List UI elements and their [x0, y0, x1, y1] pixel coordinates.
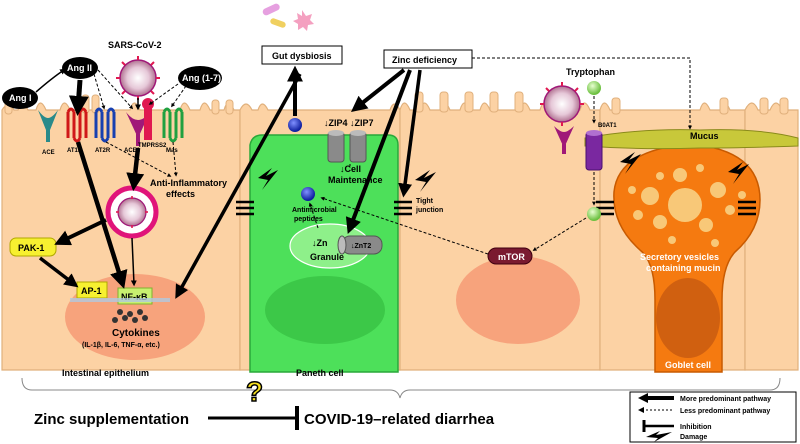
svg-text:mTOR: mTOR	[498, 252, 525, 262]
sars-cov-2-label: SARS-CoV-2	[108, 40, 162, 50]
epithelium-brace	[21, 377, 781, 399]
containing-mucin-label: containing mucin	[646, 263, 721, 273]
svg-text:?: ?	[246, 376, 263, 407]
svg-text:Ang (1-7): Ang (1-7)	[182, 73, 221, 83]
legend-less-label: Less predominant pathway	[680, 408, 770, 415]
maintenance-label: Maintenance	[328, 175, 383, 185]
svg-text:Gut dysbiosis: Gut dysbiosis	[272, 51, 332, 61]
paneth-nucleus	[265, 276, 385, 344]
zip4-zip7-label: ↓ZIP4 ↓ZIP7	[324, 118, 374, 128]
legend-less-arrow	[638, 407, 674, 413]
receptor-ace	[38, 110, 58, 142]
znt2-transporter: ↓ZnT2	[337, 235, 383, 255]
at1r-label: AT1R	[67, 148, 83, 154]
zn-label: ↓Zn	[312, 238, 328, 248]
mucin-vesicles	[628, 164, 746, 247]
peptides-label: peptides	[294, 216, 323, 223]
legend-more-arrow	[638, 393, 674, 403]
receptor-ace2-right	[554, 126, 574, 154]
legend-damage-label: Damage	[680, 434, 707, 441]
secretory-vesicles-label: Secretory vesicles	[640, 252, 719, 262]
question-badge: ?	[245, 375, 264, 408]
granule-label: Granule	[310, 252, 344, 262]
mtor-badge: mTOR	[487, 247, 533, 265]
dna-strand	[70, 298, 170, 302]
zinc-supplementation-label: Zinc supplementation	[34, 411, 189, 428]
paneth-cell-label: Paneth cell	[296, 368, 344, 378]
goblet-nucleus	[656, 278, 720, 358]
cytokines-list: (IL-1β, IL-6, TNF-α, etc.)	[82, 342, 160, 349]
sars-cov-2-internalized	[105, 185, 159, 239]
nucleus-right	[456, 256, 580, 344]
zip-transporters	[327, 130, 367, 163]
legend-more-label: More predominant pathway	[680, 396, 771, 403]
svg-text:NF-κB: NF-κB	[121, 292, 148, 302]
goblet-cell-label: Goblet cell	[665, 360, 711, 370]
sars-cov-2-virus-right	[540, 82, 584, 126]
bacteria-icon	[262, 3, 314, 31]
sars-cov-2-virus-top	[116, 56, 160, 100]
ace2-label: ACE2	[124, 148, 141, 154]
anti-inflammatory-label: Anti-Inflammatory	[150, 178, 227, 188]
legend-damage-icon	[646, 431, 672, 442]
cytokine-dots	[112, 309, 148, 323]
tight-junction-4	[738, 200, 756, 216]
cell-maintenance-label: ↓Cell	[340, 164, 361, 174]
cytokines-label: Cytokines	[112, 328, 160, 339]
antimicrobial-label: Antimicrobial	[292, 207, 337, 214]
svg-text:AP-1: AP-1	[81, 286, 102, 296]
tryptophan-label: Tryptophan	[566, 67, 615, 77]
tight-junction-1	[236, 200, 254, 216]
damage-bolt-icons	[258, 152, 749, 192]
zinc-ion-icon	[288, 118, 302, 132]
mas-label: Mas	[166, 148, 178, 154]
intestinal-epithelium-label: Intestinal epithelium	[62, 368, 149, 378]
legend-inhibition-icon	[642, 420, 674, 432]
ang-i-badge: Ang I	[2, 87, 38, 109]
antimicrobial-peptide-icon	[301, 187, 315, 201]
inhibition-line	[208, 406, 299, 430]
receptor-mas	[162, 107, 184, 143]
pak1-badge: PAK-1	[9, 237, 57, 257]
mucus-layer	[584, 129, 799, 150]
junction-label: junction	[415, 207, 443, 214]
svg-text:Zinc deficiency: Zinc deficiency	[392, 55, 457, 65]
at2r-label: AT2R	[95, 148, 111, 154]
covid-diarrhea-label: COVID-19–related diarrhea	[304, 411, 495, 428]
legend: More predominant pathway Less predominan…	[629, 391, 797, 443]
receptor-at2r	[94, 107, 116, 143]
effects-label: effects	[166, 189, 195, 199]
tight-label: Tight	[416, 198, 434, 205]
ap1-badge: AP-1	[76, 281, 108, 299]
svg-text:Ang I: Ang I	[9, 93, 32, 103]
pathway-arrows	[35, 57, 692, 299]
ang-ii-badge: Ang II	[62, 57, 98, 79]
ace-label: ACE	[42, 150, 55, 156]
tryptophan-internal-icon	[587, 207, 601, 221]
tmprss2-label: TMPRSS2	[138, 143, 167, 149]
ang-1-7-badge: Ang (1-7)	[178, 66, 222, 90]
b0at1-label: B0AT1	[598, 123, 617, 129]
tryptophan-icon	[587, 81, 601, 95]
b0at1-transporter	[585, 130, 603, 171]
svg-text:PAK-1: PAK-1	[18, 243, 44, 253]
svg-text:Ang II: Ang II	[67, 63, 92, 73]
svg-text:↓ZnT2: ↓ZnT2	[351, 243, 371, 250]
zinc-deficiency-box: Zinc deficiency	[383, 49, 473, 69]
mucus-label: Mucus	[690, 131, 719, 141]
legend-inhibition-label: Inhibition	[680, 424, 712, 431]
tight-junction-2	[394, 200, 412, 216]
gut-dysbiosis-box: Gut dysbiosis	[261, 45, 343, 65]
